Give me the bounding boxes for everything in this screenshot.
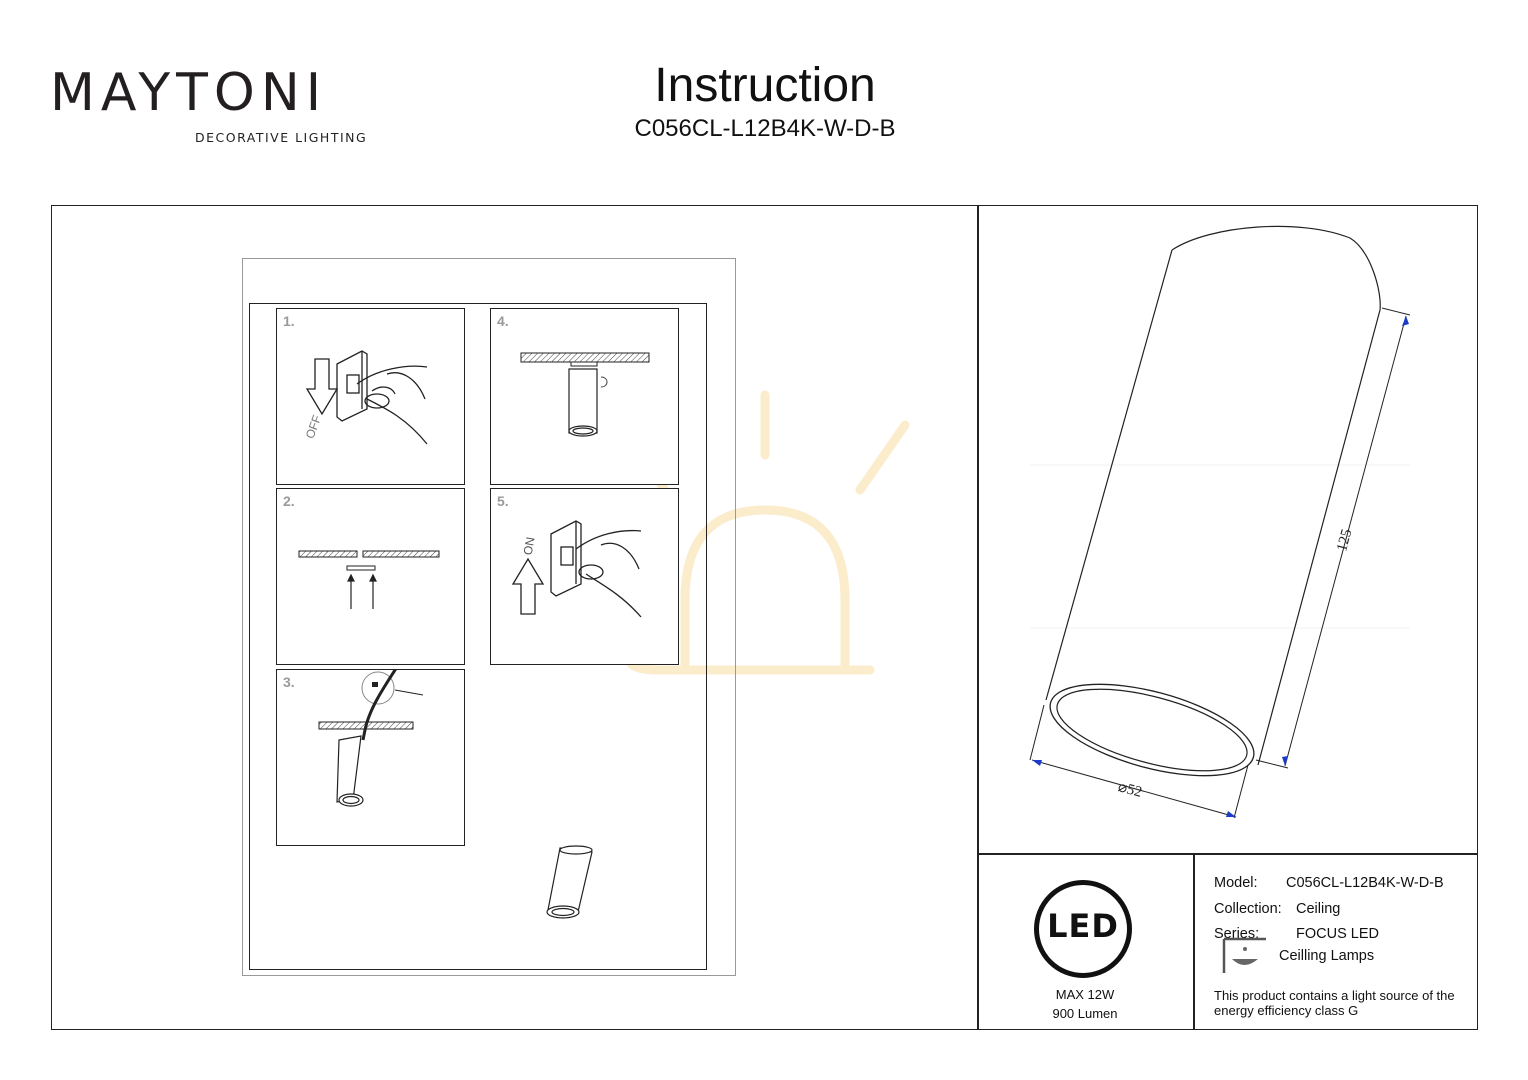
fix-lamp-illustration — [520, 352, 650, 437]
collection-value: Ceiling — [1296, 901, 1341, 917]
sheet-frame — [51, 205, 1478, 1030]
brand-name: MAYTONI — [50, 63, 328, 123]
page-title: Instruction — [654, 59, 876, 112]
step-number: 3. — [283, 674, 295, 690]
wire-connect-illustration — [318, 670, 424, 807]
series-value: FOCUS LED — [1296, 926, 1379, 942]
step-4-panel: 4. — [490, 308, 679, 485]
finished-lamp-illustration — [546, 845, 593, 919]
manual-sheet-outline — [242, 258, 736, 976]
lamp-type: Ceilling Lamps — [1279, 948, 1375, 964]
model-label: Model: — [1214, 875, 1258, 891]
led-badge-text: LED — [1047, 907, 1119, 945]
step-2-panel: 2. — [276, 488, 465, 665]
step-5-panel: 5. ON — [490, 488, 679, 665]
switch-on-label: ON — [521, 536, 538, 556]
divider-horizontal — [977, 853, 1478, 855]
led-badge: LED — [1034, 880, 1132, 978]
lamp-technical-drawing — [1029, 225, 1411, 819]
step-3-panel: 3. — [276, 669, 465, 846]
step-number: 4. — [497, 313, 509, 329]
divider-vertical-spec — [1193, 853, 1195, 1030]
divider-vertical — [977, 205, 979, 1030]
step-number: 5. — [497, 493, 509, 509]
ceiling-lamp-icon — [1222, 937, 1266, 973]
mount-plate-illustration — [298, 550, 440, 609]
manual-sheet — [249, 303, 707, 970]
step-number: 1. — [283, 313, 295, 329]
switch-off-illustration: OFF — [303, 350, 428, 445]
step-1-panel: 1. OFF — [276, 308, 465, 485]
switch-on-illustration: ON — [511, 520, 642, 618]
model-value: C056CL-L12B4K-W-D-B — [1286, 875, 1444, 891]
brand-tagline: DECORATIVE LIGHTING — [195, 130, 368, 145]
switch-off-label: OFF — [303, 413, 324, 440]
step-number: 2. — [283, 493, 295, 509]
luminous-flux: 900 Lumen — [1052, 1006, 1118, 1021]
collection-label: Collection: — [1214, 901, 1282, 917]
max-power: MAX 12W — [1055, 987, 1115, 1002]
model-code: C056CL-L12B4K-W-D-B — [634, 115, 896, 142]
energy-class-note: This product contains a light source of … — [1214, 988, 1455, 1018]
brand-logo: MAYTONI DECORATIVE LIGHTING — [50, 62, 370, 152]
